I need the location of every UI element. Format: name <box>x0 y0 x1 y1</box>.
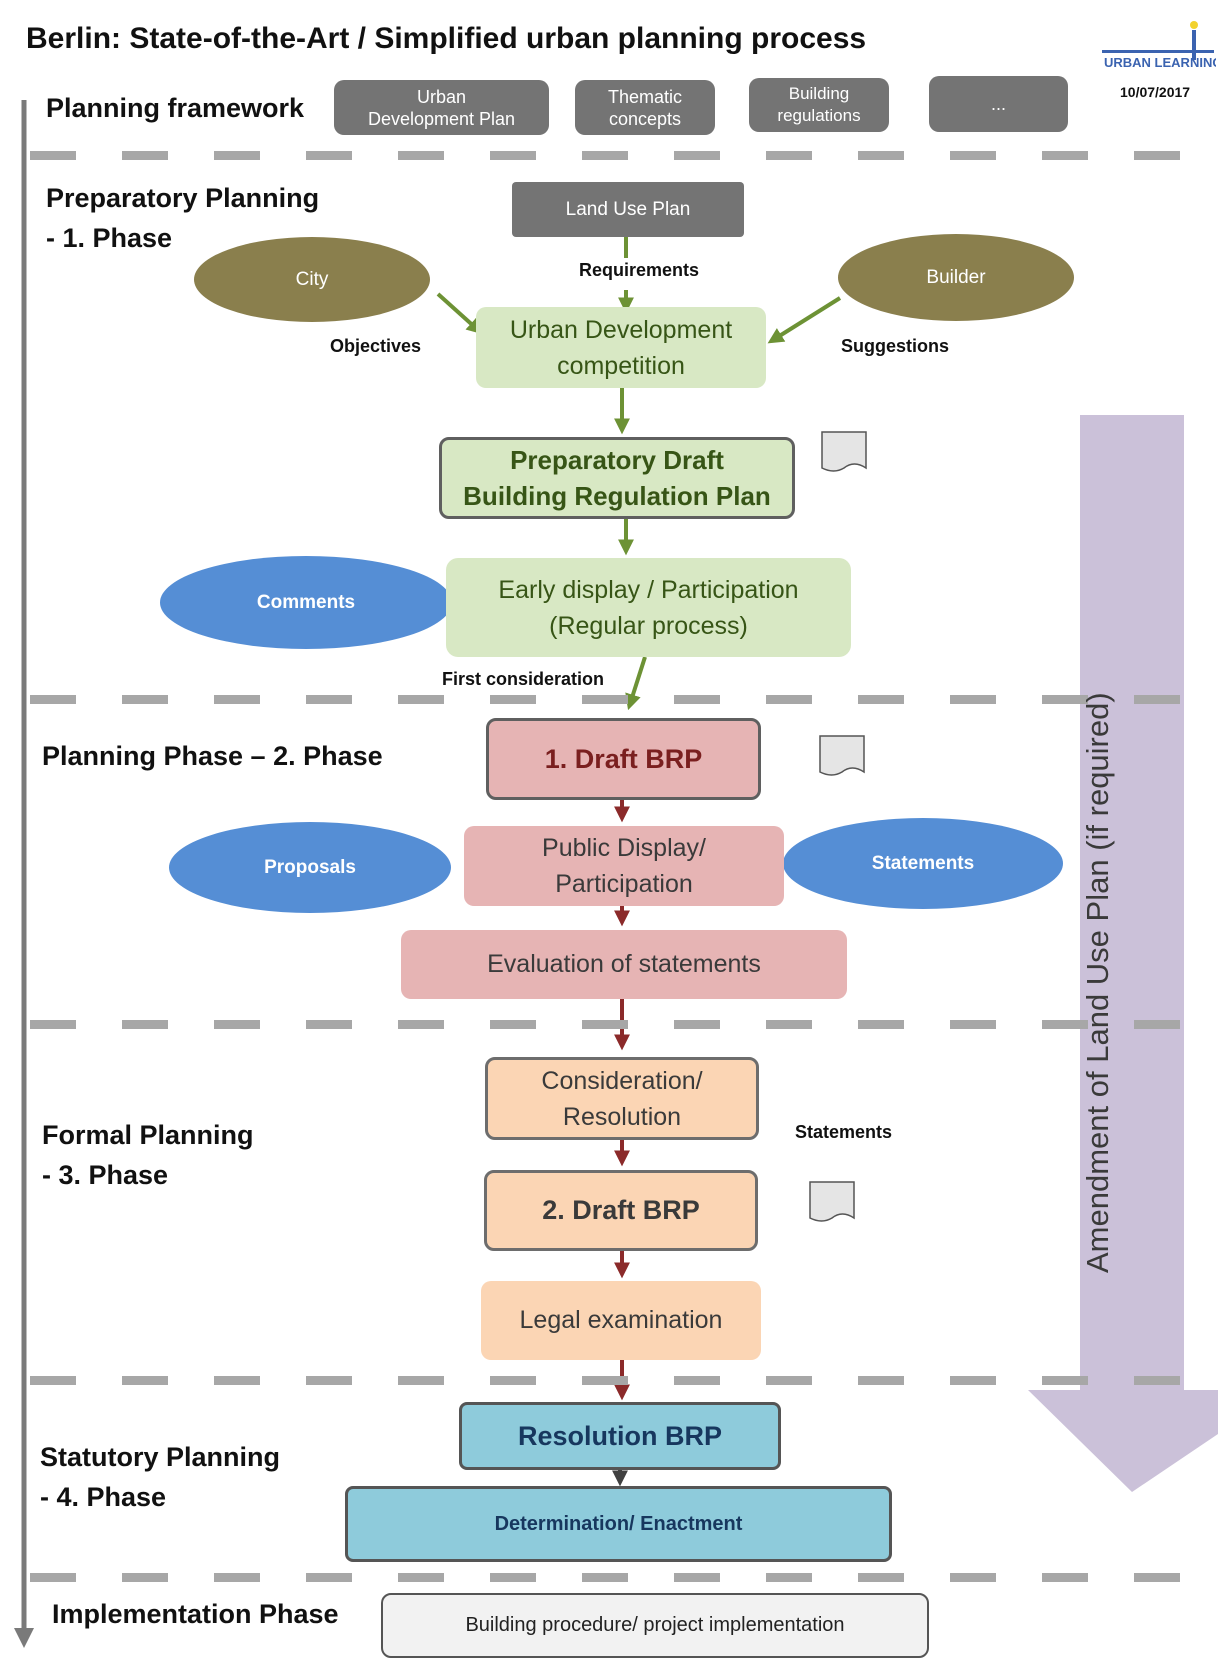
statements-ellipse: Statements <box>783 818 1063 909</box>
amendment-arrow <box>1028 415 1218 1492</box>
page-title: Berlin: State-of-the-Art / Simplified ur… <box>26 22 867 55</box>
amendment-label: Amendment of Land Use Plan (if required) <box>1080 692 1115 1273</box>
separator-5 <box>30 1573 1218 1582</box>
proposals-ellipse: Proposals <box>169 822 451 913</box>
document-icon <box>809 1181 855 1222</box>
resolution-brp-box: Resolution BRP <box>459 1402 781 1470</box>
draft-brp-1-box: 1. Draft BRP <box>486 718 761 800</box>
section-preparatory-planning: Preparatory Planning - 1. Phase <box>46 183 320 253</box>
svg-text:URBAN LEARNING: URBAN LEARNING <box>1104 55 1216 70</box>
builder-ellipse: Builder <box>838 234 1074 321</box>
section-planning-framework: Planning framework <box>46 93 305 123</box>
consideration-resolution-box: Consideration/Resolution <box>485 1057 759 1140</box>
statements-label: Statements <box>795 1122 893 1142</box>
public-display-participation-box: Public Display/Participation <box>464 826 784 906</box>
draft-brp-2-box: 2. Draft BRP <box>484 1170 758 1251</box>
determination-enactment-box: Determination/ Enactment <box>345 1486 892 1562</box>
urban-learning-logo: URBAN LEARNING <box>1102 21 1216 70</box>
suggestions-label: Suggestions <box>841 336 950 356</box>
land-use-plan-box: Land Use Plan <box>512 182 744 237</box>
arrow-builder-to-competition <box>767 296 842 344</box>
evaluation-of-statements-box: Evaluation of statements <box>401 930 847 999</box>
document-icon <box>821 431 867 472</box>
separator-2 <box>30 695 1218 704</box>
section-implementation-phase: Implementation Phase <box>52 1599 339 1629</box>
section-formal-planning: Formal Planning - 3. Phase <box>42 1120 254 1190</box>
city-ellipse: City <box>194 237 430 322</box>
document-icon <box>819 735 865 776</box>
section-statutory-planning: Statutory Planning - 4. Phase <box>40 1442 281 1512</box>
separator-3 <box>30 1020 1218 1029</box>
first-consideration-label: First consideration <box>442 669 605 689</box>
framework-more: ... <box>929 76 1068 132</box>
building-procedure-box: Building procedure/ project implementati… <box>381 1593 929 1658</box>
date-label: 10/07/2017 <box>1120 84 1191 100</box>
legal-examination-box: Legal examination <box>481 1281 761 1360</box>
objectives-label: Objectives <box>330 336 422 356</box>
separator-4 <box>30 1376 1218 1385</box>
section-planning-phase: Planning Phase – 2. Phase <box>42 741 383 771</box>
requirements-label: Requirements <box>579 260 700 280</box>
early-display-participation-box: Early display / Participation(Regular pr… <box>446 558 851 657</box>
comments-ellipse: Comments <box>160 556 452 649</box>
separator-1 <box>30 151 1218 160</box>
arrow-city-to-competition <box>436 292 483 335</box>
